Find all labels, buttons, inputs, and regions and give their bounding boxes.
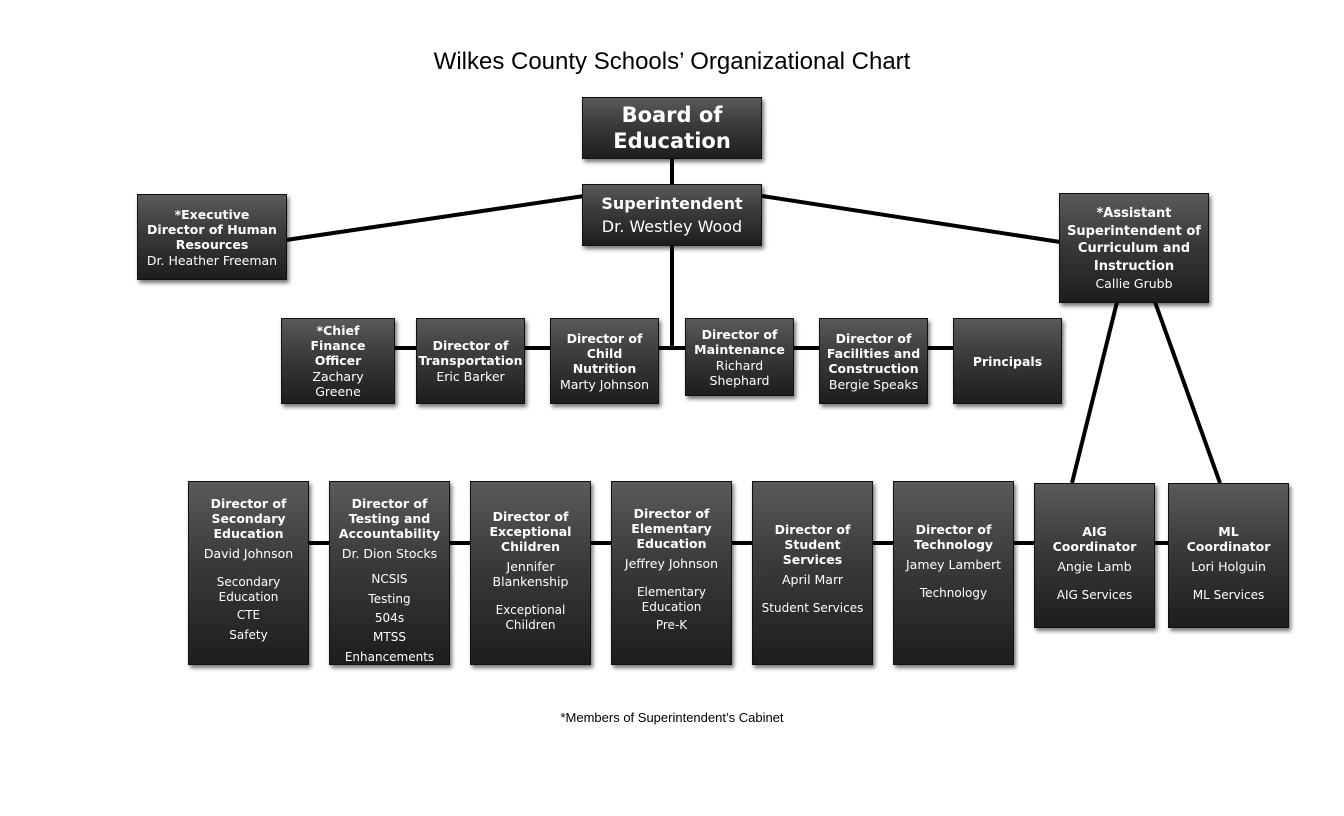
box-name: Richard Shephard [709,357,770,388]
box-name: April Marr [781,572,844,587]
box-name: Zachary Greene [312,369,364,399]
responsibility-list: Secondary Education CTE Safety [195,575,302,645]
box-name: Lori Holguin [1191,559,1266,574]
responsibility-item: MTSS [373,630,406,644]
responsibility-list: NCSIS Testing 504s MTSS Enhancements [345,569,434,667]
line-superintendent-hr [285,194,585,242]
responsibility-item: Exceptional Children [495,603,566,632]
responsibility-item: Testing [368,592,411,606]
elementary-education-director-box: Director of Elementary Education Jeffrey… [611,481,732,665]
responsibility-item: 504s [374,611,405,625]
line-superintendent-asst [761,194,1061,244]
responsibility-item: Pre-K [655,618,688,632]
chart-title: Wilkes County Schools’ Organizational Ch… [433,48,911,75]
responsibility-list: Technology [920,586,987,601]
box-title: Director of Elementary Education [631,506,712,551]
box-name: Jeffrey Johnson [624,556,719,571]
box-title: Director of Maintenance [694,326,785,357]
responsibility-item: Safety [229,628,268,642]
student-services-director-box: Director of Student Services April Marr … [752,481,873,665]
assistant-superintendent-box: *Assistant Superintendent of Curriculum … [1059,193,1209,303]
line-asst-ml [1153,301,1222,484]
box-name: Dr. Heather Freeman [146,252,278,268]
line-asst-aig [1070,301,1119,484]
box-name: Dr. Westley Wood [601,216,743,236]
box-name: Callie Grubb [1095,276,1173,291]
exceptional-children-director-box: Director of Exceptional Children Jennife… [470,481,591,665]
box-title: Director of Student Services [774,522,851,567]
responsibility-item: Technology [919,586,988,600]
testing-director-box: Director of Testing and Accountability D… [329,481,450,665]
footnote: *Members of Superintendent’s Cabinet [560,710,784,725]
box-title: Director of Technology [913,522,994,552]
facilities-director-box: Director of Facilities and Construction … [819,318,928,404]
box-name: Angie Lamb [1057,559,1132,574]
box-name: Dr. Dion Stocks [341,546,438,561]
box-name: Jamey Lambert [905,557,1002,572]
box-name: Eric Barker [436,369,505,384]
box-title: Superintendent [601,193,743,213]
box-title: *Assistant Superintendent of Curriculum … [1067,206,1201,274]
responsibility-item: Elementary Education [636,585,707,614]
hr-director-box: *Executive Director of Human Resources D… [137,194,287,280]
child-nutrition-director-box: Director of Child Nutrition Marty Johnso… [550,318,659,404]
box-title: Director of Child Nutrition [566,330,643,376]
transportation-director-box: Director of Transportation Eric Barker [416,318,525,404]
responsibility-list: Elementary Education Pre-K [618,585,725,635]
box-title: Board of Education [613,103,731,153]
box-title: Director of Testing and Accountability [338,496,441,541]
secondary-education-director-box: Director of Secondary Education David Jo… [188,481,309,665]
responsibility-item: NCSIS [371,572,408,586]
responsibility-item: CTE [236,608,261,622]
superintendent-box: Superintendent Dr. Westley Wood [582,184,762,246]
maintenance-director-box: Director of Maintenance Richard Shephard [685,318,794,396]
ml-coordinator-box: ML Coordinator Lori Holguin ML Services [1168,483,1289,628]
box-title: AIG Coordinator [1052,524,1137,554]
responsibility-list: Exceptional Children [477,603,584,633]
box-title: Director of Transportation [418,338,523,368]
box-title: Director of Exceptional Children [489,509,572,554]
box-title: *Chief Finance Officer [310,323,366,368]
responsibility-item: Secondary Education [216,575,281,604]
box-title: ML Coordinator [1186,524,1271,554]
box-name: Marty Johnson [559,376,650,392]
box-name: Bergie Speaks [828,376,919,392]
box-title: *Executive Director of Human Resources [147,206,277,252]
aig-coordinator-box: AIG Coordinator Angie Lamb AIG Services [1034,483,1155,628]
box-title: Director of Secondary Education [210,496,287,541]
box-title: Director of Facilities and Construction [826,330,921,376]
responsibility-item: Enhancements [344,650,435,664]
responsibility-item: ML Services [1192,588,1265,602]
principals-box: Principals [953,318,1062,404]
responsibility-list: AIG Services [1057,588,1132,603]
cfo-box: *Chief Finance Officer Zachary Greene [281,318,395,404]
box-name: Jennifer Blankenship [492,559,569,589]
board-of-education-box: Board of Education [582,97,762,159]
responsibility-item: Student Services [761,601,864,615]
technology-director-box: Director of Technology Jamey Lambert Tec… [893,481,1014,665]
responsibility-list: ML Services [1193,588,1264,603]
box-title: Principals [972,353,1043,369]
responsibility-list: Student Services [762,601,864,616]
responsibility-item: AIG Services [1056,588,1133,602]
box-name: David Johnson [203,546,294,561]
